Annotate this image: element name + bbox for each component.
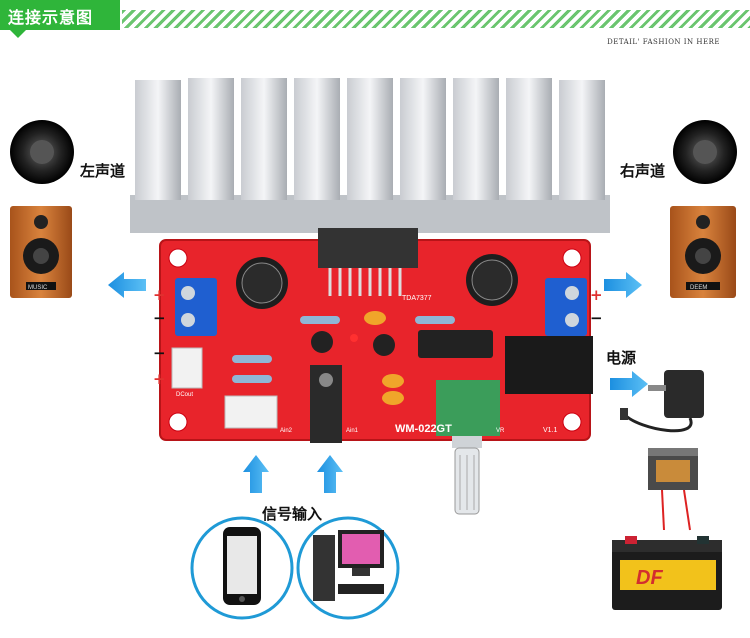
power-label: 电源 — [606, 349, 637, 367]
left-speaker-brand: MUSIC — [28, 285, 48, 291]
header-stripes — [122, 10, 750, 28]
version-label: V1.1 — [543, 427, 558, 434]
power-adapter-icon — [620, 370, 704, 433]
computer-icon — [296, 516, 400, 620]
right-speaker-plus: + — [590, 286, 603, 304]
arrow-icon — [610, 371, 648, 397]
signal-input-label: 信号输入 — [262, 505, 323, 523]
port-ain2-label: Ain2 — [280, 428, 293, 434]
arrow-icon — [604, 272, 642, 298]
dcout-minus: − — [153, 344, 166, 362]
board-model-label: WM-022GT — [395, 423, 452, 435]
port-vr-label: VR — [496, 428, 505, 434]
left-channel-label: 左声道 — [80, 162, 126, 180]
right-speaker-minus: − — [590, 309, 603, 327]
left-speaker-minus: − — [153, 309, 166, 327]
chip-label: TDA7377 — [402, 295, 432, 302]
phone-icon — [190, 516, 294, 620]
port-dcout-label: DCout — [176, 392, 193, 398]
speaker-icon — [10, 120, 74, 298]
heatsink — [130, 78, 610, 233]
battery-logo: DF — [636, 567, 663, 589]
transformer-icon — [648, 448, 698, 531]
battery-icon — [612, 536, 722, 610]
arrow-icon — [243, 455, 269, 493]
dcout-plus: + — [153, 370, 166, 388]
left-speaker-plus: + — [153, 286, 166, 304]
header-tab: 连接示意图 — [0, 0, 120, 30]
right-channel-label: 右声道 — [620, 162, 666, 180]
port-ain1-label: Ain1 — [346, 428, 359, 434]
amplifier-board — [159, 228, 593, 515]
page-title: 连接示意图 — [8, 8, 94, 27]
arrow-icon — [108, 272, 146, 298]
right-speaker-brand: DEEM — [690, 285, 707, 291]
header-notch — [10, 30, 26, 38]
header-subtitle: DETAIL' FASHION IN HERE — [607, 38, 720, 46]
arrow-icon — [317, 455, 343, 493]
speaker-icon — [670, 120, 737, 298]
